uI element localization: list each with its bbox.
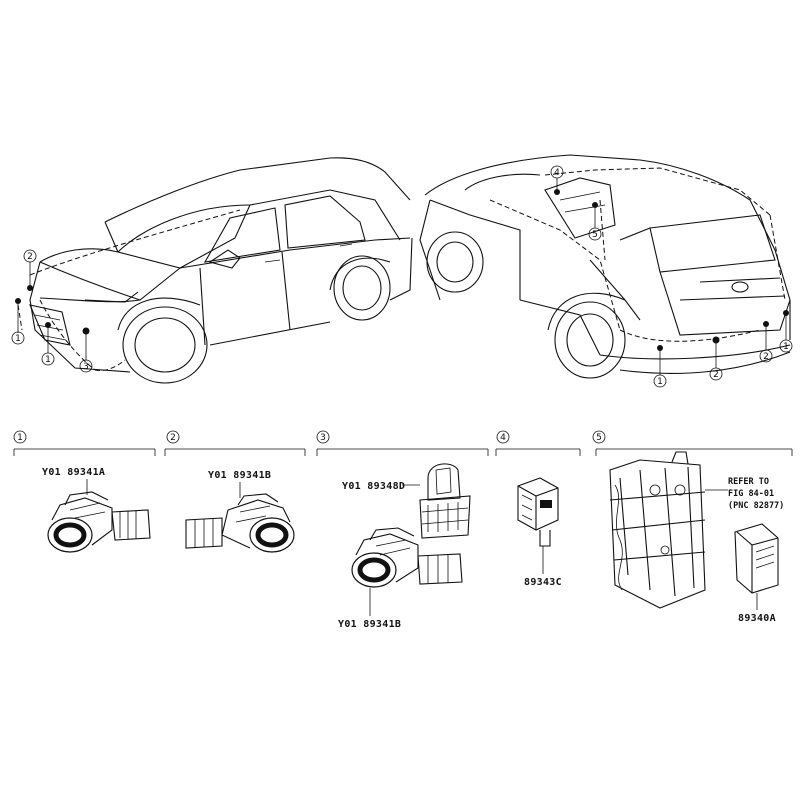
bracket-assembly-s5	[609, 451, 706, 609]
callout-2-front: 2	[23, 249, 37, 263]
callout-5-rear: 5	[588, 227, 602, 241]
section-header-3: 3	[316, 430, 489, 456]
callout-2-rear-center: 2	[709, 367, 723, 381]
svg-text:4: 4	[554, 168, 560, 178]
front-sensor-markers	[15, 262, 90, 360]
section-header-4: 4	[495, 430, 581, 456]
callout-4-rear: 4	[550, 165, 564, 179]
svg-text:2: 2	[170, 433, 176, 443]
svg-text:2: 2	[713, 370, 719, 380]
section-header-2: 2	[164, 430, 306, 456]
front-car-illustration	[17, 157, 413, 384]
part-label-s2: Y01 89341B	[208, 470, 271, 481]
svg-text:1: 1	[17, 433, 23, 443]
section-header-1: 1	[13, 430, 156, 456]
svg-text:2: 2	[27, 252, 33, 262]
svg-text:2: 2	[763, 352, 769, 362]
rear-car-illustration	[419, 154, 791, 379]
svg-text:5: 5	[592, 230, 598, 240]
callout-1-front-center: 1	[41, 352, 55, 366]
svg-text:1: 1	[15, 334, 21, 344]
svg-text:1: 1	[657, 377, 663, 387]
part-label-s1: Y01 89341A	[42, 467, 105, 478]
part-label-s3-retainer: Y01 89348D	[342, 481, 405, 492]
retainer-part-s3	[419, 463, 471, 539]
part-label-s3-sensor: Y01 89341B	[338, 619, 401, 630]
ref-line-1: REFER TO	[728, 477, 769, 487]
section-header-5: 5	[592, 430, 793, 456]
buzzer-part-s4	[517, 477, 559, 547]
ecu-part-s5	[734, 523, 779, 594]
callout-3-front: 3	[79, 359, 93, 373]
svg-text:5: 5	[596, 433, 602, 443]
svg-text:3: 3	[83, 362, 89, 372]
svg-text:3: 3	[320, 433, 326, 443]
sensor-part-s2	[185, 493, 295, 553]
ref-line-3: (PNC 82877)	[728, 501, 784, 511]
sensor-part-s1	[47, 491, 151, 553]
ref-line-2: FIG 84-01	[728, 489, 774, 499]
svg-text:1: 1	[45, 355, 51, 365]
callout-2-rear-right: 2	[759, 349, 773, 363]
callout-1-front-left: 1	[11, 331, 25, 345]
sensor-part-s3	[351, 527, 463, 588]
svg-text:4: 4	[500, 433, 506, 443]
callout-1-rear-right: 1	[779, 339, 793, 353]
part-label-s4: 89343C	[524, 577, 562, 588]
rear-sensor-markers	[554, 178, 789, 375]
callout-1-rear-left: 1	[653, 374, 667, 388]
part-label-s5: 89340A	[738, 613, 776, 624]
svg-text:1: 1	[783, 342, 789, 352]
